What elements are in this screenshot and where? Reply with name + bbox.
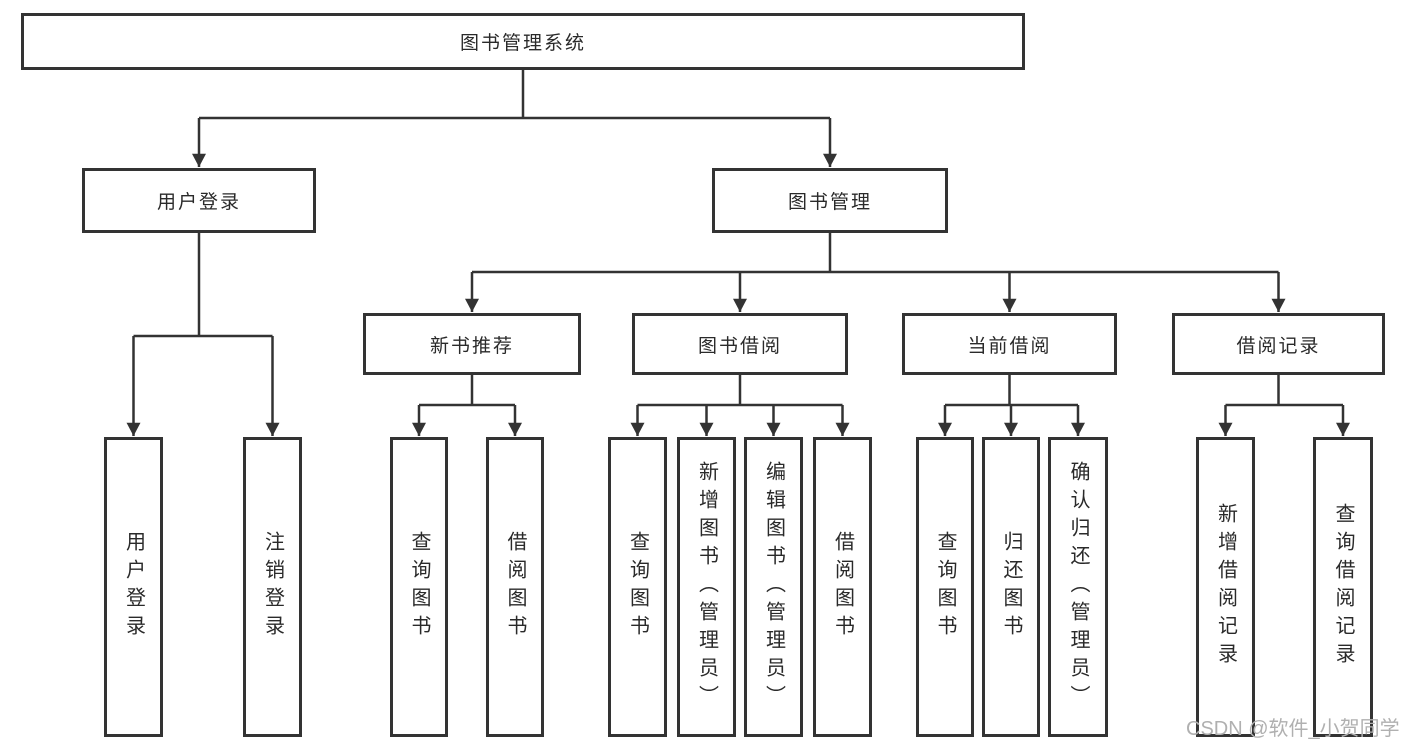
leaf-label: 查询图书 [934,531,956,643]
leaf-query-books-current: 查询图书 [916,437,974,737]
leaf-user-login: 用户登录 [104,437,163,737]
node-label: 图书借阅 [697,335,782,357]
leaf-label: 借阅图书 [831,531,854,643]
leaf-label: 查询图书 [626,531,649,643]
node-label: 当前借阅 [967,335,1052,357]
leaf-add-borrow-record: 新增借阅记录 [1196,437,1255,737]
node-library-management-system: 图书管理系统 [21,13,1025,70]
csdn-watermark: CSDN @软件_小贺同学 [1186,718,1400,740]
leaf-label: 查询图书 [408,531,430,643]
node-label: 图书管理系统 [459,33,586,54]
node-new-book-recommend: 新书推荐 [363,313,581,375]
leaf-label: 用户登录 [122,531,145,643]
leaf-logout: 注销登录 [243,437,302,737]
node-label: 用户登录 [156,192,241,213]
leaf-label: 借阅图书 [504,531,526,643]
node-book-management-branch: 图书管理 [712,168,948,233]
leaf-confirm-return-admin: 确认归还（管理员） [1048,437,1108,737]
leaf-add-books-admin: 新增图书（管理员） [677,437,736,737]
leaf-query-books-borrowing: 查询图书 [608,437,667,737]
node-label: 图书管理 [787,192,872,213]
leaf-query-books-newbooks: 查询图书 [390,437,448,737]
node-current-borrowing: 当前借阅 [902,313,1117,375]
leaf-label: 确认归还（管理员） [1067,461,1089,713]
leaf-borrow-books-borrowing: 借阅图书 [813,437,872,737]
node-user-login-branch: 用户登录 [82,168,316,233]
leaf-return-books: 归还图书 [982,437,1040,737]
leaf-label: 查询借阅记录 [1332,503,1354,671]
leaf-edit-books-admin: 编辑图书（管理员） [744,437,803,737]
leaf-query-borrow-record: 查询借阅记录 [1313,437,1373,737]
node-label: 新书推荐 [429,335,514,357]
leaf-label: 新增图书（管理员） [695,461,718,713]
node-book-borrowing: 图书借阅 [632,313,848,375]
node-label: 借阅记录 [1236,335,1321,357]
leaf-label: 归还图书 [1000,531,1022,643]
leaf-label: 注销登录 [261,531,284,643]
node-borrowing-records: 借阅记录 [1172,313,1385,375]
leaf-label: 新增借阅记录 [1214,503,1237,671]
leaf-label: 编辑图书（管理员） [762,461,785,713]
leaf-borrow-books-newbooks: 借阅图书 [486,437,544,737]
